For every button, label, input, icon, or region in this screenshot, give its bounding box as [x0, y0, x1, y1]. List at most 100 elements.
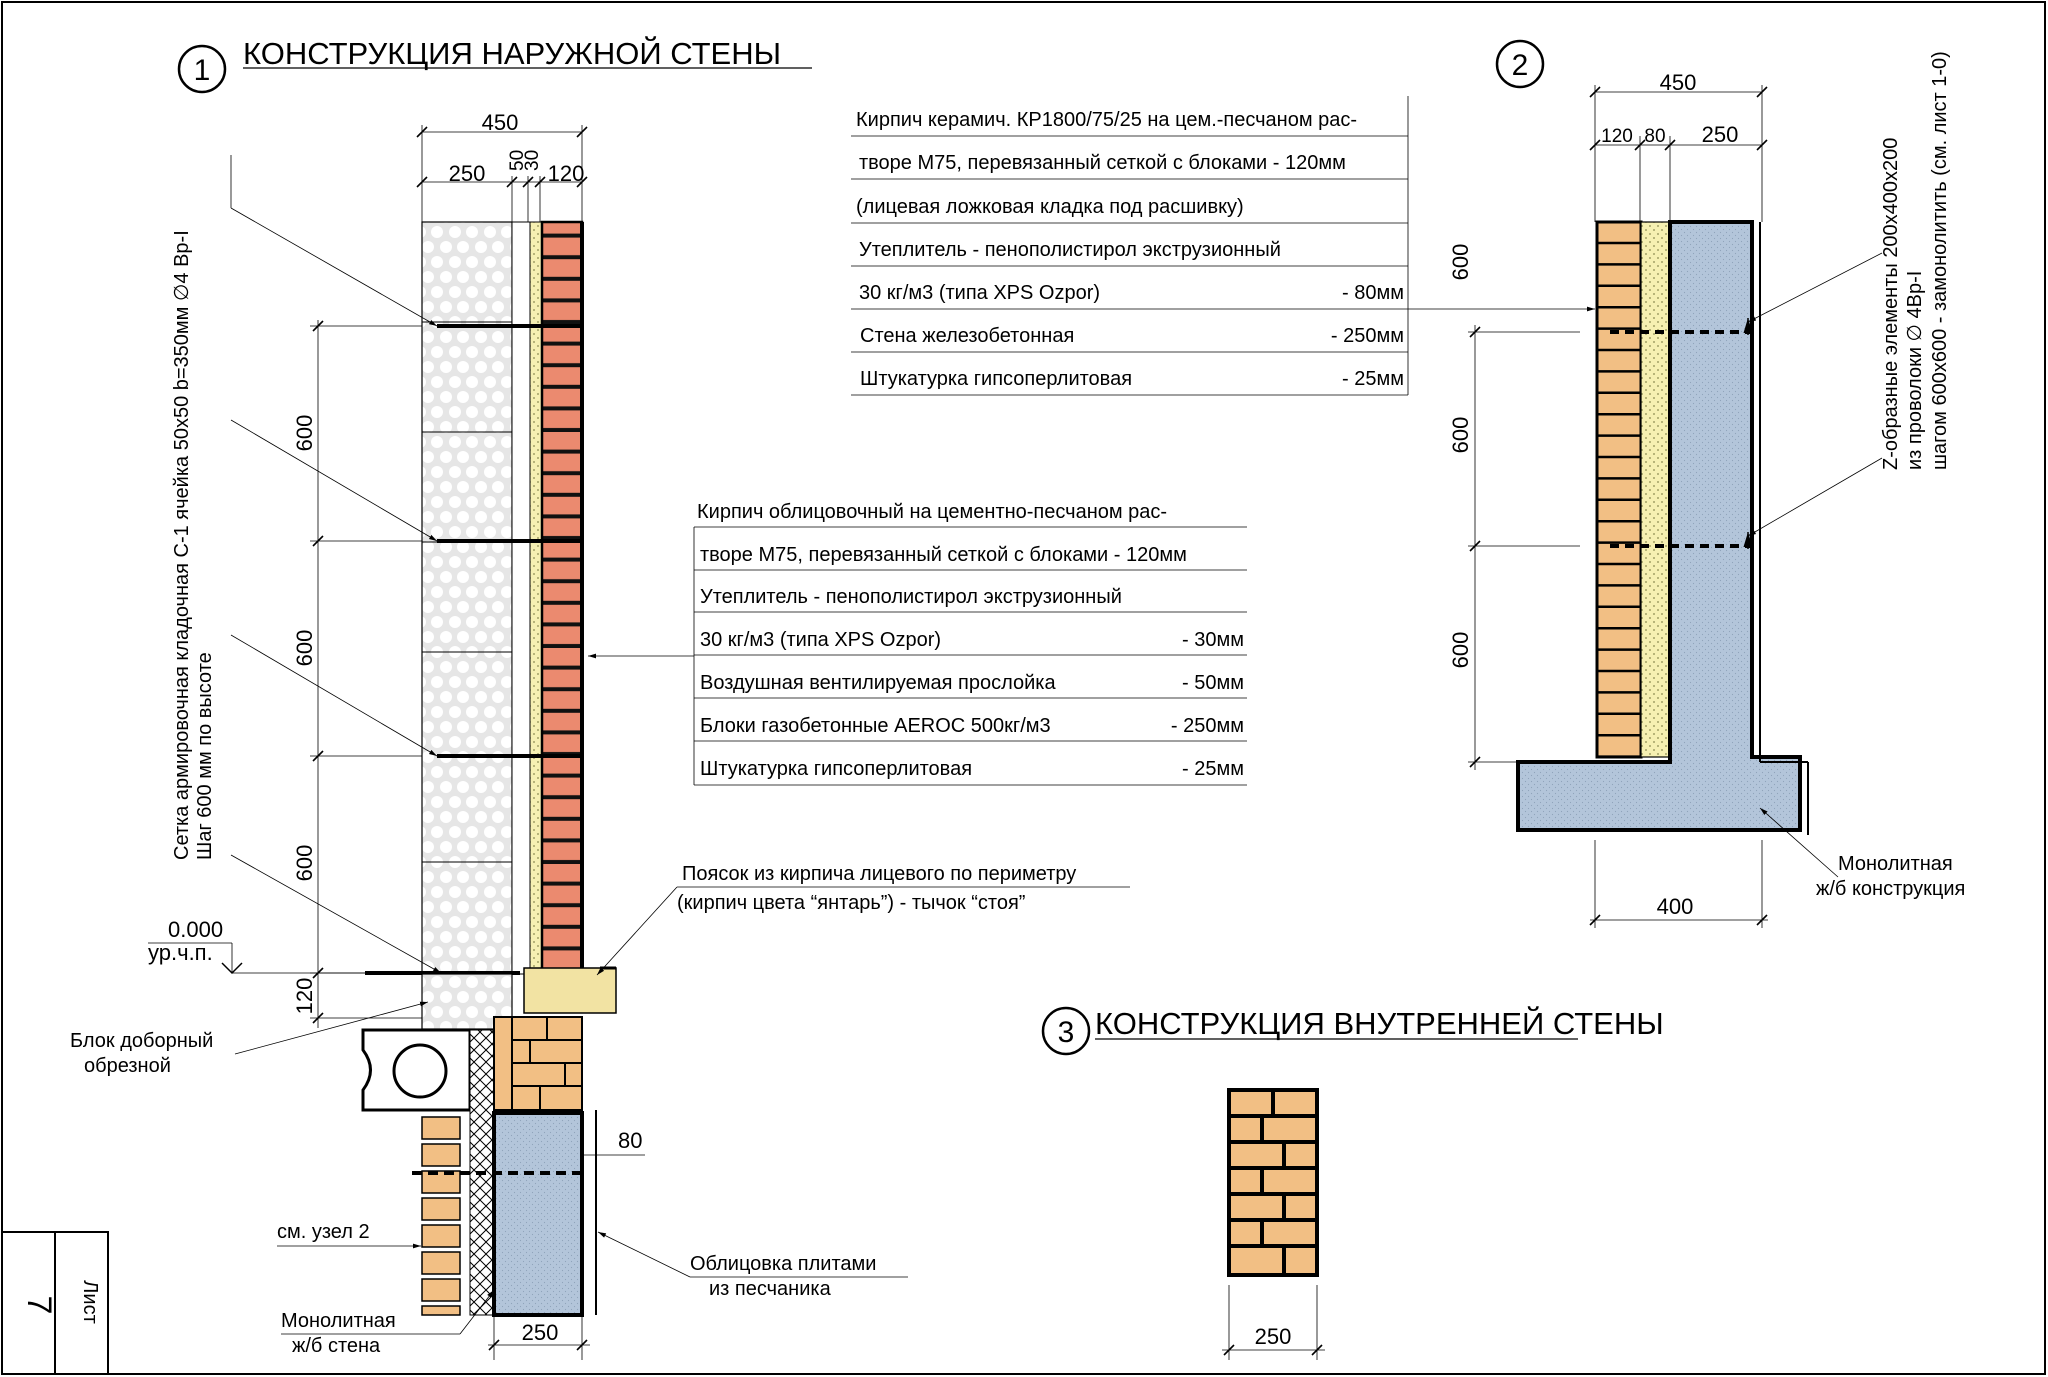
section-2-insulation — [1640, 221, 1671, 758]
section-3: 3 КОНСТРУКЦИЯ ВНУТРЕННЕЙ СТЕНЫ — [1041, 1005, 1664, 1360]
dim-total: 450 — [482, 110, 519, 135]
dim-250-text: 250 — [522, 1320, 559, 1345]
z-note-line1: Z-образные элементы 200х400х200 — [1880, 138, 1902, 470]
facing-brick — [540, 220, 584, 976]
section-1-marker — [177, 44, 227, 94]
section-2-dims-left: 600 600 600 — [1448, 244, 1580, 770]
layer2-value-5: - 250мм — [1331, 325, 1404, 347]
layer2-value-6: - 25мм — [1342, 368, 1404, 390]
dim-80: 80 — [618, 1128, 642, 1153]
ref-note: см. узел 2 — [277, 1221, 421, 1249]
layer2-text-1: творе М75, перевязанный сеткой с блоками… — [859, 152, 1346, 174]
level-value: 0.000 — [168, 917, 223, 942]
sheet-number: 7 — [20, 1296, 58, 1315]
dim2-left-600-b: 600 — [1448, 417, 1473, 454]
block-note-line2: обрезной — [84, 1055, 171, 1077]
dim2-250: 250 — [1702, 122, 1739, 147]
dim2-400: 400 — [1657, 894, 1694, 919]
dim-left-120: 120 — [292, 978, 317, 1015]
section-2-dims-top: 450 120 80 250 — [1589, 70, 1768, 222]
z-note-line2: из проволоки ∅ 4Вр-I — [1904, 271, 1926, 470]
cladding-note-line1: Облицовка плитами — [690, 1253, 876, 1275]
layer2-text-4: 30 кг/м3 (типа XPS Ozpor) — [859, 282, 1100, 304]
ref-note-text: см. узел 2 — [277, 1221, 370, 1243]
dim-120: 120 — [548, 161, 585, 186]
z-ties — [1610, 330, 1752, 548]
layer2-text-0: Кирпич керамич. КР1800/75/25 на цем.-пес… — [856, 109, 1357, 131]
dim-80-group: 80 — [582, 1128, 645, 1162]
level-mark: 0.000 ур.ч.п. — [148, 917, 365, 975]
section-3-number: 3 — [1058, 1016, 1075, 1049]
layer1-text-6: Штукатурка гипсоперлитовая — [700, 758, 972, 780]
mono-note: Монолитная ж/б конструкция — [1759, 807, 1965, 900]
section-2-bricks — [1595, 220, 1643, 759]
mesh-note: Сетка армировочная кладочная С-1 ячейка … — [171, 155, 442, 974]
section-1-layer-table: Кирпич облицовочный на цементно-песчаном… — [588, 501, 1247, 786]
layer2-text-5: Стена железобетонная — [860, 325, 1074, 347]
layer2-text-2: (лицевая ложковая кладка под расшивку) — [856, 196, 1244, 218]
section-3-dim: 250 — [1222, 1285, 1325, 1360]
section-2-number: 2 — [1512, 49, 1529, 82]
mono-note-line2: ж/б конструкция — [1816, 878, 1965, 900]
belt-note: Поясок из кирпича лицевого по периметру … — [596, 863, 1130, 976]
dim3-250: 250 — [1255, 1324, 1292, 1349]
air-gap — [511, 221, 531, 975]
block-note: Блок доборный обрезной — [70, 1001, 429, 1077]
dim-30: 30 — [522, 150, 543, 171]
wall-note-line2: ж/б стена — [292, 1335, 381, 1357]
layer1-value-4: - 50мм — [1182, 672, 1244, 694]
wall-note-line1: Монолитная — [281, 1310, 396, 1332]
mono-note-line1: Монолитная — [1838, 853, 1953, 875]
insulation-30 — [529, 221, 543, 975]
dim2-left-600-c: 600 — [1448, 632, 1473, 669]
layer2-text-3: Утеплитель - пенополистирол экструзионны… — [859, 239, 1281, 261]
section-1-number: 1 — [194, 54, 211, 87]
dim2-80: 80 — [1644, 126, 1665, 147]
layer1-text-4: Воздушная вентилируемая прослойка — [700, 672, 1056, 694]
dim-250: 250 — [449, 161, 486, 186]
inner-wall-bricks — [1227, 1088, 1319, 1277]
layer1-text-1: творе М75, перевязанный сеткой с блоками… — [700, 544, 1187, 566]
section-3-marker — [1041, 1006, 1091, 1056]
monolithic-wall — [492, 1111, 584, 1317]
section-1: 1 КОНСТРУКЦИЯ НАРУЖНОЙ СТЕНЫ 450 250 50 … — [70, 35, 1247, 1360]
wall-note: Монолитная ж/б стена — [281, 1289, 495, 1357]
dim2-left-600-a: 600 — [1448, 244, 1473, 281]
layer1-text-2: Утеплитель - пенополистирол экструзионны… — [700, 586, 1122, 608]
dim2-total: 450 — [1660, 70, 1697, 95]
section-1-dims-left: 600 600 600 120 — [292, 320, 422, 1028]
cut-block — [361, 1028, 472, 1112]
layer1-text-3: 30 кг/м3 (типа XPS Ozpor) — [700, 629, 941, 651]
dim2-120: 120 — [1601, 126, 1633, 147]
section-1-title: КОНСТРУКЦИЯ НАРУЖНОЙ СТЕНЫ — [243, 35, 781, 71]
dim-250-bottom: 250 — [488, 1315, 590, 1360]
belt-note-line2: (кирпич цвета “янтарь”) - тычок “стоя” — [677, 892, 1025, 914]
level-label: ур.ч.п. — [148, 940, 213, 965]
dim-left-600-a: 600 — [292, 415, 317, 452]
mesh-note-line2: Шаг 600 мм по высоте — [194, 652, 216, 860]
sheet-label: Лист — [79, 1280, 101, 1323]
section-2-concrete — [1516, 220, 1802, 832]
layer2-text-6: Штукатурка гипсоперлитовая — [860, 368, 1132, 390]
section-2-layer-table: Кирпич керамич. КР1800/75/25 на цем.-пес… — [851, 96, 1595, 396]
section-2-marker — [1495, 39, 1545, 89]
cladding-note-line2: из песчаника — [709, 1278, 832, 1300]
aerated-concrete-blocks — [421, 221, 513, 975]
cladding-note: Облицовка плитами из песчаника — [597, 1231, 908, 1300]
layer1-value-6: - 25мм — [1182, 758, 1244, 780]
section-1-dims-top: 450 250 50 30 120 — [416, 110, 588, 222]
dim-left-600-c: 600 — [292, 845, 317, 882]
left-bricks — [421, 1116, 461, 1316]
mesh-note-line1: Сетка армировочная кладочная С-1 ячейка … — [171, 230, 193, 860]
belt-brick — [523, 967, 617, 1014]
layer1-text-5: Блоки газобетонные AEROC 500кг/м3 — [700, 715, 1051, 737]
section-2: 2 450 120 80 250 — [851, 39, 1965, 928]
section-2-dim-bottom: 400 — [1589, 840, 1768, 928]
foundation-bricks — [493, 1016, 583, 1111]
section-3-title: КОНСТРУКЦИЯ ВНУТРЕННЕЙ СТЕНЫ — [1095, 1005, 1664, 1041]
layer2-value-4: - 80мм — [1342, 282, 1404, 304]
belt-note-line1: Поясок из кирпича лицевого по периметру — [682, 863, 1076, 885]
layer1-value-5: - 250мм — [1171, 715, 1244, 737]
